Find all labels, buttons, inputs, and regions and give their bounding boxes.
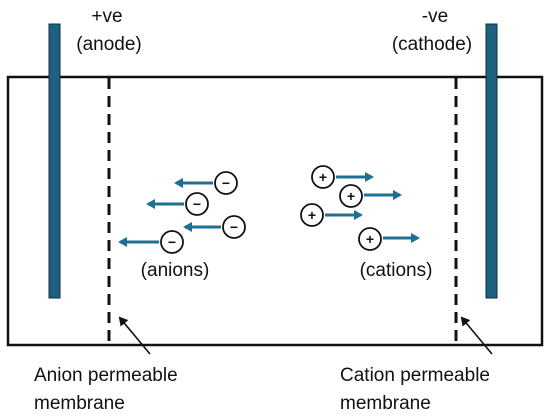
cathode-electrode bbox=[485, 23, 498, 299]
anion-ion: − bbox=[146, 192, 209, 216]
cation-ion: + bbox=[339, 184, 402, 208]
anion-membrane-label-line2: membrane bbox=[34, 393, 125, 414]
anion-ion: − bbox=[118, 230, 184, 254]
anions-label: (anions) bbox=[141, 260, 210, 281]
anion-membrane-label-line1: Anion permeable bbox=[34, 365, 178, 386]
svg-text:+: + bbox=[366, 231, 374, 247]
svg-text:−: − bbox=[168, 234, 176, 250]
cation-ion: + bbox=[300, 203, 363, 227]
svg-text:+: + bbox=[319, 169, 327, 185]
svg-text:+: + bbox=[308, 207, 316, 223]
cation-membrane-label-line2: membrane bbox=[340, 393, 431, 414]
cell-tank bbox=[6, 75, 544, 347]
svg-text:+: + bbox=[347, 188, 355, 204]
cathode-sign-label: -ve bbox=[422, 6, 448, 27]
svg-text:−: − bbox=[230, 219, 238, 235]
anode-electrode bbox=[48, 23, 61, 299]
cation-ion: + bbox=[311, 165, 374, 189]
cathode-name-label: (cathode) bbox=[392, 34, 472, 55]
cation-ion: + bbox=[358, 227, 420, 251]
cations-label: (cations) bbox=[360, 260, 433, 281]
svg-text:−: − bbox=[222, 175, 230, 191]
anode-name-label: (anode) bbox=[76, 34, 142, 55]
anode-sign-label: +ve bbox=[91, 6, 122, 27]
anion-ion: − bbox=[183, 215, 246, 239]
anion-ion: − bbox=[174, 171, 238, 195]
anion-membrane-pointer-arrow bbox=[118, 316, 151, 355]
cation-membrane-label-line1: Cation permeable bbox=[340, 365, 490, 386]
svg-text:−: − bbox=[193, 196, 201, 212]
cation-membrane-pointer-arrow bbox=[460, 316, 493, 355]
